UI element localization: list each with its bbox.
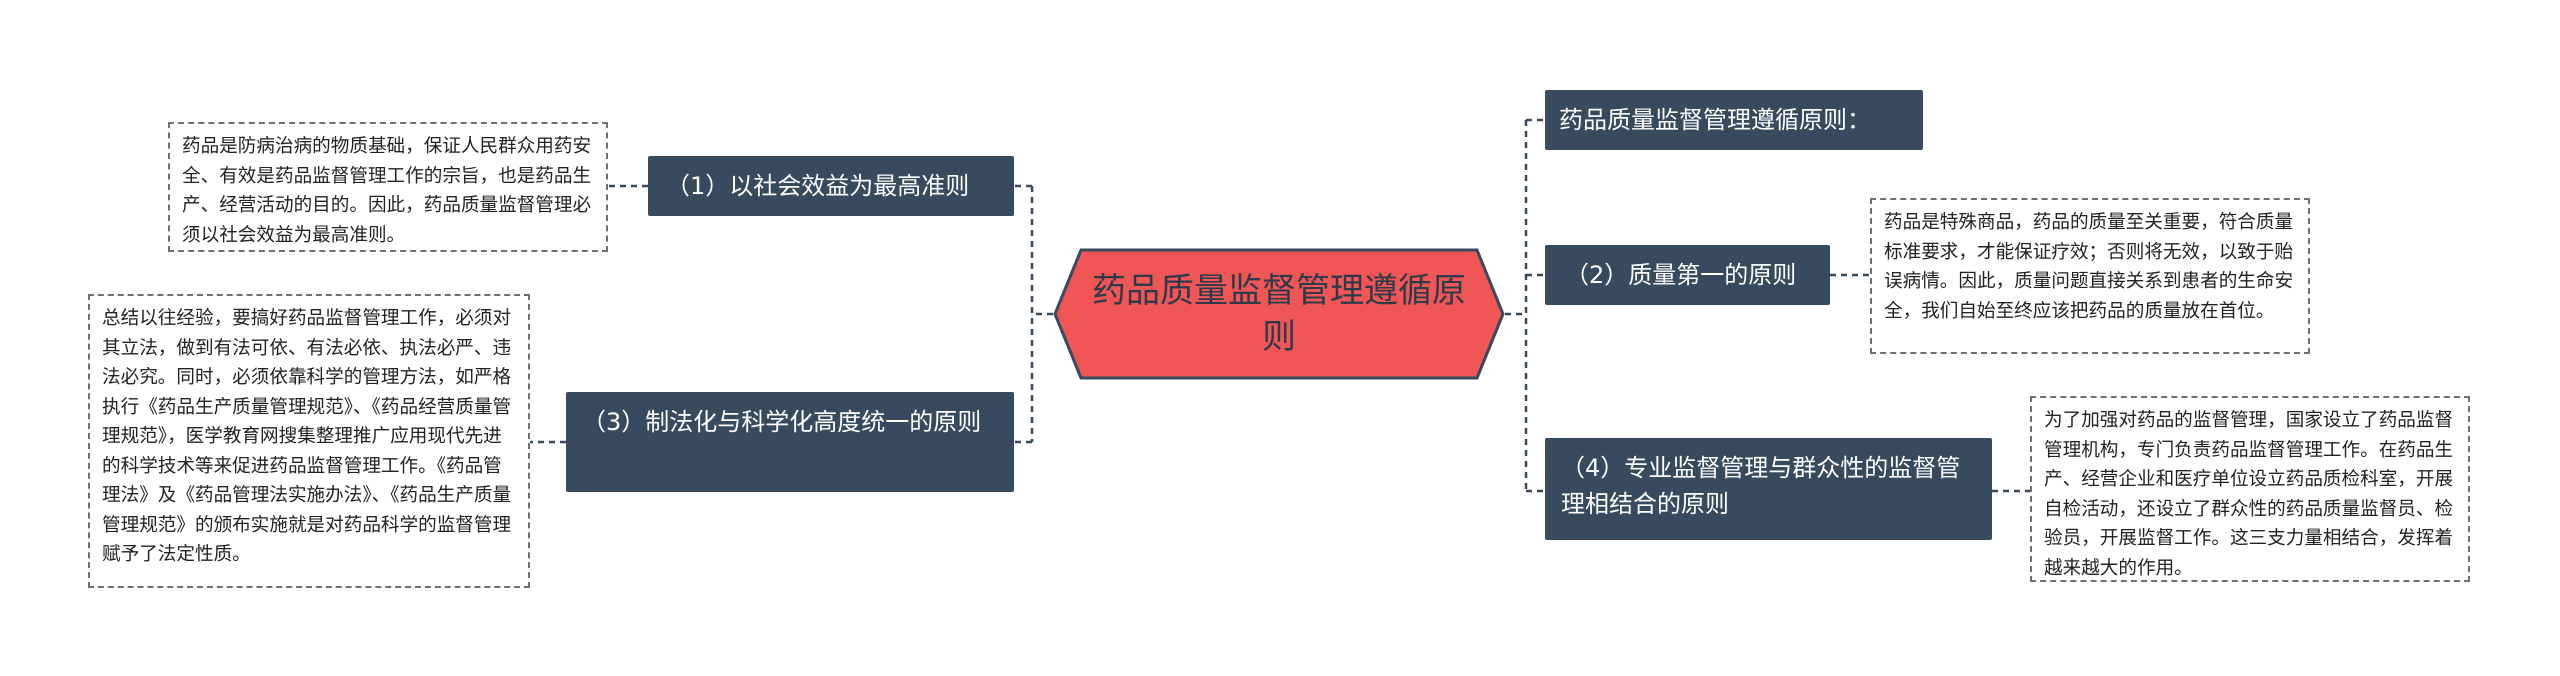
topic-principle-3-label: （3）制法化与科学化高度统一的原则 (582, 408, 982, 436)
topic-principle-4-label: （4）专业监督管理与群众性的监督管理相结合的原则 (1561, 454, 1961, 518)
topic-principle-1[interactable]: （1）以社会效益为最高准则 (648, 156, 1014, 216)
topic-principle-1-label: （1）以社会效益为最高准则 (666, 172, 970, 200)
note-principle-2-text: 药品是特殊商品，药品的质量至关重要，符合质量标准要求，才能保证疗效；否则将无效，… (1884, 212, 2294, 322)
note-principle-4: 为了加强对药品的监督管理，国家设立了药品监督管理机构，专门负责药品监督管理工作。… (2030, 396, 2470, 582)
root-shape (1053, 248, 1505, 380)
note-principle-1-text: 药品是防病治病的物质基础，保证人民群众用药安全、有效是药品监督管理工作的宗旨，也… (182, 136, 592, 246)
topic-principle-3[interactable]: （3）制法化与科学化高度统一的原则 (566, 392, 1014, 492)
note-principle-1: 药品是防病治病的物质基础，保证人民群众用药安全、有效是药品监督管理工作的宗旨，也… (168, 122, 608, 252)
note-principle-3-text: 总结以往经验，要搞好药品监督管理工作，必须对其立法，做到有法可依、有法必依、执法… (102, 308, 512, 565)
topic-principle-2[interactable]: （2）质量第一的原则 (1545, 245, 1830, 305)
note-principle-4-text: 为了加强对药品的监督管理，国家设立了药品监督管理机构，专门负责药品监督管理工作。… (2044, 410, 2454, 579)
root-node[interactable]: 药品质量监督管理遵循原则 (1053, 248, 1505, 380)
topic-principle-4[interactable]: （4）专业监督管理与群众性的监督管理相结合的原则 (1545, 438, 1992, 540)
topic-principle-2-label: （2）质量第一的原则 (1565, 261, 1797, 289)
topic-header[interactable]: 药品质量监督管理遵循原则： (1545, 90, 1923, 150)
note-principle-2: 药品是特殊商品，药品的质量至关重要，符合质量标准要求，才能保证疗效；否则将无效，… (1870, 198, 2310, 354)
topic-header-label: 药品质量监督管理遵循原则： (1559, 106, 1871, 134)
note-principle-3: 总结以往经验，要搞好药品监督管理工作，必须对其立法，做到有法可依、有法必依、执法… (88, 294, 530, 588)
root-title: 药品质量监督管理遵循原则 (1092, 271, 1466, 357)
